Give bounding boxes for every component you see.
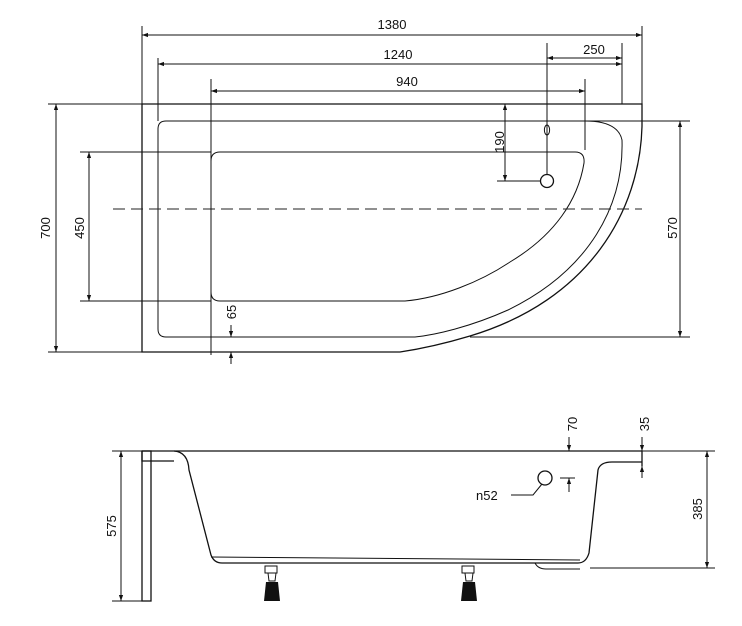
tub-body-profile	[173, 450, 642, 564]
dim-depth: 385	[690, 498, 705, 520]
dim-drain-offset: 250	[583, 42, 605, 57]
dim-width-total: 700	[38, 217, 53, 239]
foot-left	[264, 565, 280, 601]
drain-hole	[539, 173, 555, 189]
overflow-callout: n52	[476, 488, 498, 503]
tub-rim-outline	[157, 120, 623, 338]
dim-overflow-offset: 70	[565, 417, 580, 431]
dim-width-flat: 450	[72, 217, 87, 239]
dim-rim-thickness: 35	[637, 417, 652, 431]
tub-outer-outline	[141, 103, 643, 353]
tub-basin-outline	[210, 151, 585, 302]
dim-drain-from-rim: 190	[492, 131, 507, 153]
top-view: 1380 1240 250 940 190 700 450 570	[38, 17, 690, 364]
foot-right	[461, 565, 477, 601]
dim-rim-width: 65	[224, 305, 239, 319]
dim-length-inner: 1240	[384, 47, 413, 62]
support-panel	[141, 450, 152, 602]
side-overflow-hole	[537, 470, 553, 486]
dim-length-flat: 940	[396, 74, 418, 89]
side-view: n52 70 35 385 575	[104, 417, 715, 602]
dim-width-inner: 570	[665, 217, 680, 239]
dim-height-total: 575	[104, 515, 119, 537]
dim-length-total: 1380	[378, 17, 407, 32]
